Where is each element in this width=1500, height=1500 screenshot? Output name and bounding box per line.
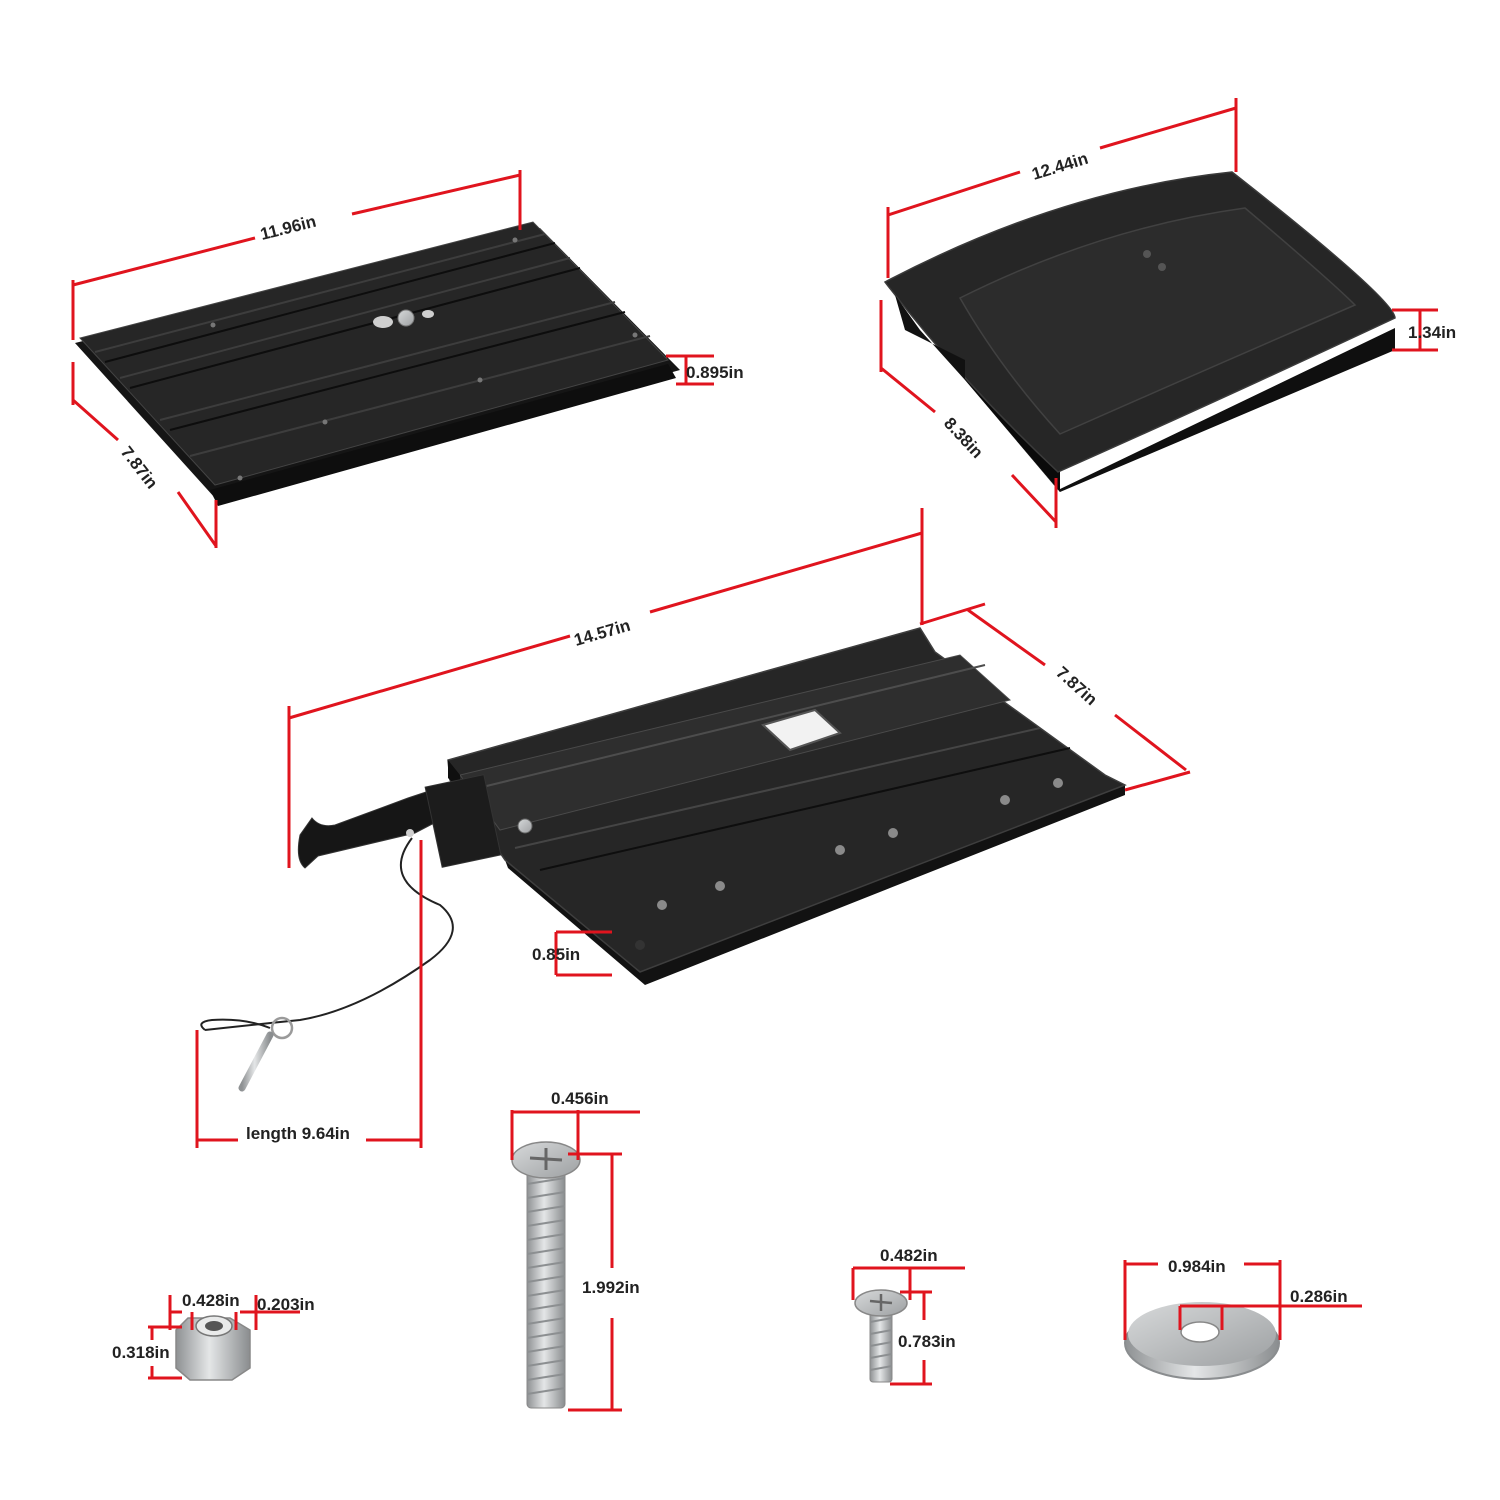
label-washer-outer: 0.984in (1168, 1257, 1226, 1276)
lock-nut: 0.428in 0.203in 0.318in (112, 1291, 315, 1381)
dimension-lines-bolt (510, 1110, 640, 1412)
dimension-line-cover-height (1392, 308, 1438, 352)
flat-washer: 0.984in 0.286in (1123, 1257, 1362, 1380)
cover: 12.44in 8.38in 1.34in (879, 98, 1456, 528)
dimension-line-rail-width (919, 602, 1191, 792)
label-nut-height: 0.318in (112, 1343, 170, 1362)
slide-rail: 14.57in 7.87in 0.85in length 9.64in (195, 508, 1191, 1148)
label-bolt-length: 1.992in (582, 1278, 640, 1297)
label-plate-width: 7.87in (117, 443, 162, 493)
dimension-lines-nut (148, 1295, 300, 1380)
label-cover-length: 12.44in (1030, 149, 1091, 184)
dimension-line-length (71, 170, 522, 340)
dimension-line-rail-length (287, 508, 924, 868)
label-washer-hole: 0.286in (1290, 1287, 1348, 1306)
label-rail-height: 0.85in (532, 945, 580, 964)
dimension-line-rail-height (554, 930, 612, 977)
label-screw-length: 0.783in (898, 1332, 956, 1351)
dimension-line-lanyard (195, 840, 423, 1148)
long-bolt-icon (511, 1141, 581, 1409)
dimension-line-cover-length (886, 98, 1238, 278)
label-lanyard-length: length 9.64in (246, 1124, 350, 1143)
dimension-lines-washer (1123, 1260, 1362, 1340)
flat-washer-icon (1124, 1302, 1280, 1380)
mounting-plate: 11.96in 7.87in 0.895in (71, 170, 744, 548)
label-cover-width: 8.38in (940, 414, 987, 462)
label-rail-length: 14.57in (572, 616, 633, 650)
short-screw-icon (854, 1289, 908, 1383)
dimension-lines-screw (851, 1266, 965, 1386)
slotted-plate-icon (75, 221, 680, 506)
label-plate-height: 0.895in (686, 363, 744, 382)
dimension-line-width (71, 362, 218, 548)
dimension-line-cover-width (879, 300, 1058, 528)
label-cover-height: 1.34in (1408, 323, 1456, 342)
label-nut-inner: 0.203in (257, 1295, 315, 1314)
dimension-line-height (666, 354, 714, 386)
label-screw-head: 0.482in (880, 1246, 938, 1265)
label-rail-width: 7.87in (1052, 663, 1101, 709)
label-bolt-head: 0.456in (551, 1089, 609, 1108)
short-screw: 0.482in 0.783in (851, 1246, 965, 1386)
slide-rail-with-latch-icon (200, 627, 1127, 1092)
long-bolt: 0.456in 1.992in (510, 1089, 640, 1412)
label-plate-length: 11.96in (258, 212, 318, 244)
label-nut-outer: 0.428in (182, 1291, 240, 1310)
cover-lid-icon (883, 171, 1396, 492)
lock-nut-icon (175, 1315, 251, 1381)
